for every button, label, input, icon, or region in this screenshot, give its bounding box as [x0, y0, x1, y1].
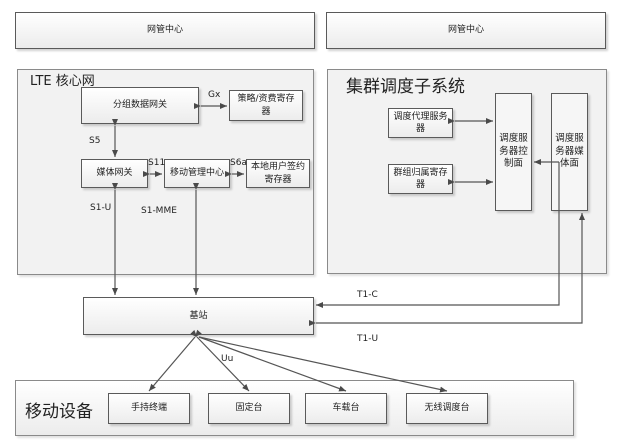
mobile-devices-group [15, 380, 574, 436]
serving-gateway-label: 媒体网关 [96, 168, 133, 179]
gx-label: Gx [208, 90, 221, 100]
dispatch-agent-label: 调度代理服务器 [393, 111, 448, 134]
device-fixed-station-label: 固定台 [235, 403, 263, 414]
s5-label: S5 [89, 136, 101, 146]
hss-box[interactable]: 本地用户签约寄存器 [246, 159, 310, 188]
device-handheld-terminal-label: 手持终端 [130, 403, 167, 414]
media-plane-label: 调度服务器媒体面 [555, 132, 584, 170]
nms-center-right[interactable]: 网管中心 [326, 12, 606, 49]
lte-core-title: LTE 核心网 [30, 74, 95, 89]
t1c-label: T1-C [357, 290, 378, 300]
mme-label: 移动管理中心 [169, 168, 224, 179]
device-wireless-dispatch-station[interactable]: 无线调度台 [406, 393, 488, 424]
pcrf-box[interactable]: 策略/资费寄存器 [229, 90, 303, 121]
uu-label: Uu [221, 354, 234, 364]
mobile-devices-title: 移动设备 [25, 402, 93, 422]
device-vehicle-station[interactable]: 车载台 [305, 393, 387, 424]
base-station-label: 基站 [189, 310, 208, 321]
group-home-register-box[interactable]: 群组归属寄存器 [388, 164, 453, 194]
hss-label: 本地用户签约寄存器 [250, 162, 305, 185]
serving-gateway-box[interactable]: 媒体网关 [81, 159, 148, 188]
base-station-box[interactable]: 基站 [83, 297, 314, 335]
device-fixed-station[interactable]: 固定台 [208, 393, 290, 424]
cluster-dispatch-title: 集群调度子系统 [346, 77, 465, 97]
s1u-label: S1-U [90, 203, 112, 213]
s1mme-label: S1-MME [141, 206, 177, 216]
control-plane-label: 调度服务器控制面 [499, 132, 528, 170]
nms-center-right-label: 网管中心 [447, 25, 484, 36]
s6a-label: S6a [230, 158, 247, 168]
group-home-register-label: 群组归属寄存器 [393, 167, 448, 190]
control-plane-box[interactable]: 调度服务器控制面 [495, 93, 532, 211]
mme-box[interactable]: 移动管理中心 [164, 159, 230, 188]
pdn-gateway-label: 分组数据网关 [112, 100, 167, 111]
device-vehicle-station-label: 车载台 [332, 403, 360, 414]
pdn-gateway-box[interactable]: 分组数据网关 [81, 87, 199, 124]
nms-center-left[interactable]: 网管中心 [15, 12, 315, 49]
s11-label: S11 [148, 158, 166, 168]
media-plane-box[interactable]: 调度服务器媒体面 [551, 93, 588, 211]
dispatch-agent-box[interactable]: 调度代理服务器 [388, 108, 453, 138]
nms-center-left-label: 网管中心 [146, 25, 183, 36]
t1u-label: T1-U [357, 334, 379, 344]
device-wireless-dispatch-station-label: 无线调度台 [424, 403, 470, 414]
device-handheld-terminal[interactable]: 手持终端 [108, 393, 190, 424]
pcrf-label: 策略/资费寄存器 [237, 94, 295, 117]
